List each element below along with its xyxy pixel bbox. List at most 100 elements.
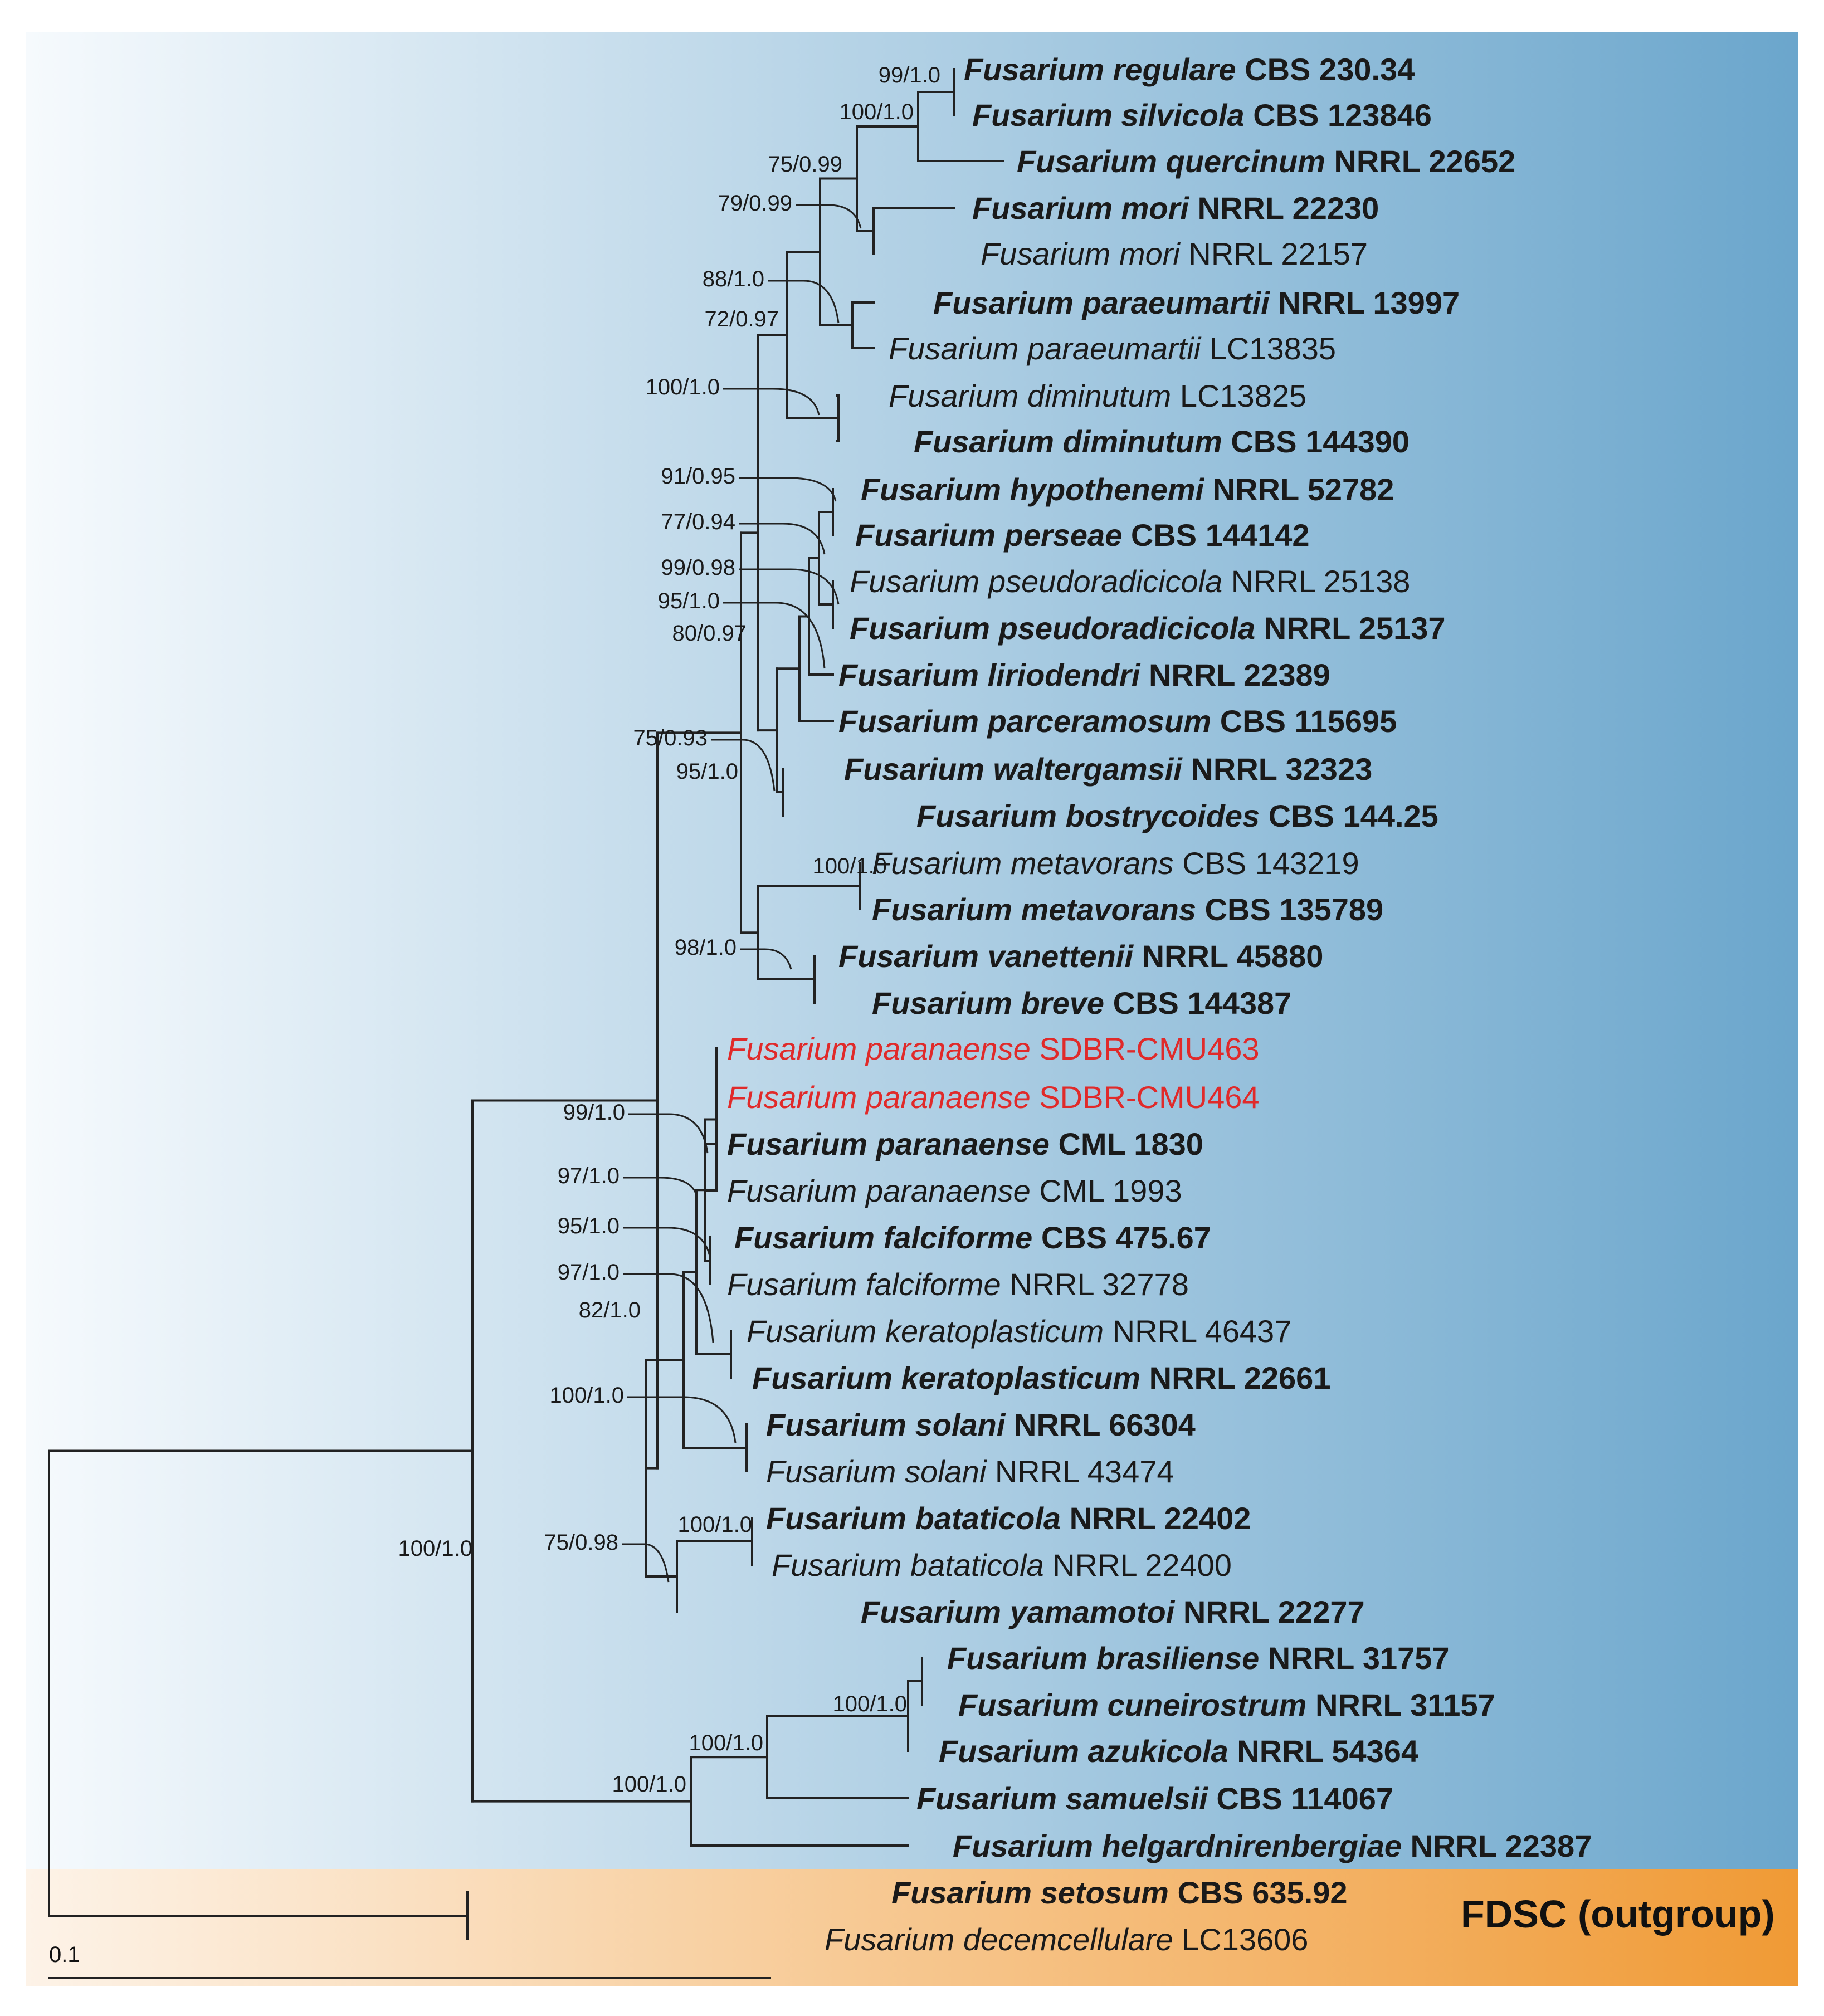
taxon-binomial: Fusarium setosum (891, 1875, 1169, 1910)
support-leader (627, 1396, 737, 1443)
support-value: 100/1.0 (840, 100, 914, 124)
support-values: 99/1.0100/1.075/0.9979/0.9988/1.072/0.97… (398, 63, 940, 1797)
taxon-binomial: Fusarium paranaense (727, 1173, 1031, 1208)
taxon-label: Fusarium falciforme NRRL 32778 (727, 1267, 1189, 1302)
support-value: 72/0.97 (705, 307, 779, 331)
taxon-strain: NRRL 32778 (1001, 1267, 1189, 1302)
support-value: 100/1.0 (646, 375, 720, 399)
taxon-binomial: Fusarium quercinum (1017, 144, 1325, 179)
taxon-strain: NRRL 22661 (1140, 1360, 1330, 1395)
support-value: 95/1.0 (676, 759, 738, 784)
taxon-binomial: Fusarium helgardnirenbergiae (953, 1828, 1402, 1863)
support-value: 77/0.94 (661, 510, 735, 534)
taxon-label: Fusarium perseae CBS 144142 (855, 518, 1310, 553)
taxon-label: Fusarium waltergamsii NRRL 32323 (844, 751, 1372, 787)
taxon-binomial: Fusarium waltergamsii (844, 751, 1183, 787)
taxon-strain: NRRL 52782 (1204, 472, 1394, 507)
taxon-binomial: Fusarium cuneirostrum (958, 1687, 1306, 1722)
taxon-binomial: Fusarium keratoplasticum (752, 1360, 1140, 1395)
support-value: 100/1.0 (612, 1772, 686, 1797)
taxon-label: Fusarium hypothenemi NRRL 52782 (861, 472, 1394, 507)
taxon-label: Fusarium keratoplasticum NRRL 46437 (747, 1314, 1291, 1349)
taxon-binomial: Fusarium bostrycoides (916, 798, 1260, 833)
taxon-label: Fusarium silvicola CBS 123846 (972, 97, 1432, 133)
support-value: 80/0.97 (672, 621, 747, 646)
taxon-label: Fusarium bostrycoides CBS 144.25 (916, 798, 1438, 833)
taxon-strain: NRRL 43474 (986, 1454, 1174, 1489)
support-leader (739, 568, 840, 605)
taxon-label: Fusarium decemcellulare LC13606 (825, 1922, 1308, 1957)
taxon-label: Fusarium paraeumartii NRRL 13997 (933, 285, 1460, 320)
support-value: 75/0.99 (768, 152, 842, 177)
taxon-label: Fusarium paraeumartii LC13835 (889, 331, 1336, 366)
taxon-strain: SDBR-CMU464 (1031, 1080, 1260, 1115)
support-value: 98/1.0 (675, 935, 737, 960)
taxon-label: Fusarium keratoplasticum NRRL 22661 (752, 1360, 1330, 1395)
taxon-label: Fusarium vanettenii NRRL 45880 (838, 939, 1323, 974)
taxon-strain: CBS 230.34 (1236, 52, 1415, 87)
taxon-binomial: Fusarium hypothenemi (861, 472, 1205, 507)
support-value: 99/1.0 (563, 1100, 625, 1125)
taxon-label: Fusarium paranaense CML 1993 (727, 1173, 1182, 1208)
support-leader (623, 1227, 711, 1260)
taxon-binomial: Fusarium pseudoradicicola (850, 564, 1222, 599)
support-value: 75/0.93 (633, 726, 708, 750)
taxon-label: Fusarium setosum CBS 635.92 (891, 1875, 1348, 1910)
taxon-label: Fusarium helgardnirenbergiae NRRL 22387 (953, 1828, 1592, 1863)
taxon-binomial: Fusarium parceramosum (838, 704, 1211, 739)
taxon-label: Fusarium solani NRRL 43474 (766, 1454, 1174, 1489)
taxon-binomial: Fusarium decemcellulare (825, 1922, 1173, 1957)
taxon-binomial: Fusarium solani (766, 1454, 987, 1489)
taxon-binomial: Fusarium falciforme (734, 1220, 1032, 1255)
support-value: 100/1.0 (833, 1692, 907, 1716)
taxon-strain: CBS 144142 (1122, 518, 1309, 553)
taxon-binomial: Fusarium regulare (964, 52, 1236, 87)
taxon-label: Fusarium liriodendri NRRL 22389 (838, 657, 1330, 692)
taxon-label: Fusarium parceramosum CBS 115695 (838, 704, 1397, 739)
taxon-binomial: Fusarium solani (766, 1407, 1006, 1442)
taxon-strain: CBS 114067 (1208, 1781, 1393, 1816)
taxon-strain: NRRL 22402 (1061, 1501, 1251, 1536)
taxon-binomial: Fusarium falciforme (727, 1267, 1001, 1302)
taxon-binomial: Fusarium brasiliense (947, 1641, 1259, 1676)
taxon-binomial: Fusarium yamamotoi (861, 1594, 1176, 1629)
taxon-strain: NRRL 22652 (1325, 144, 1515, 179)
support-leader (768, 280, 840, 324)
support-value: 97/1.0 (558, 1164, 620, 1188)
taxon-binomial: Fusarium bataticola (766, 1501, 1061, 1536)
taxon-binomial: Fusarium paranaense (727, 1031, 1031, 1066)
taxon-strain: CBS 115695 (1211, 704, 1397, 739)
taxon-binomial: Fusarium liriodendri (838, 657, 1141, 692)
taxon-label: Fusarium diminutum LC13825 (889, 378, 1306, 413)
support-leader (628, 1113, 709, 1154)
taxon-label: Fusarium metavorans CBS 143219 (872, 846, 1359, 881)
taxon-strain: CBS 144387 (1104, 985, 1291, 1021)
taxon-strain: NRRL 31157 (1306, 1687, 1495, 1722)
taxon-binomial: Fusarium vanettenii (838, 939, 1134, 974)
taxon-strain: SDBR-CMU463 (1031, 1031, 1260, 1066)
taxon-strain: NRRL 22387 (1402, 1828, 1592, 1863)
support-leader (623, 1177, 698, 1195)
taxon-binomial: Fusarium paraeumartii (889, 331, 1202, 366)
taxon-strain: NRRL 31757 (1259, 1641, 1449, 1676)
support-value: 99/0.98 (661, 555, 735, 580)
support-value: 95/1.0 (658, 589, 720, 613)
taxon-strain: CBS 123846 (1245, 97, 1432, 133)
taxon-strain: NRRL 25138 (1222, 564, 1410, 599)
taxon-binomial: Fusarium paranaense (727, 1126, 1050, 1161)
taxon-strain: NRRL 25137 (1255, 611, 1445, 646)
taxon-binomial: Fusarium bataticola (772, 1548, 1044, 1583)
support-leader (622, 1543, 670, 1583)
taxon-strain: LC13606 (1173, 1922, 1309, 1957)
support-value: 99/1.0 (879, 63, 940, 87)
taxon-strain: NRRL 54364 (1228, 1734, 1418, 1769)
taxon-binomial: Fusarium perseae (855, 518, 1122, 553)
taxon-strain: NRRL 13997 (1270, 285, 1460, 320)
support-leader (723, 602, 826, 669)
taxon-strain: CBS 635.92 (1169, 1875, 1348, 1910)
support-value: 79/0.99 (718, 191, 792, 216)
taxon-label: Fusarium samuelsii CBS 114067 (916, 1781, 1393, 1816)
taxon-strain: NRRL 22157 (1180, 236, 1368, 271)
taxon-binomial: Fusarium paranaense (727, 1080, 1031, 1115)
